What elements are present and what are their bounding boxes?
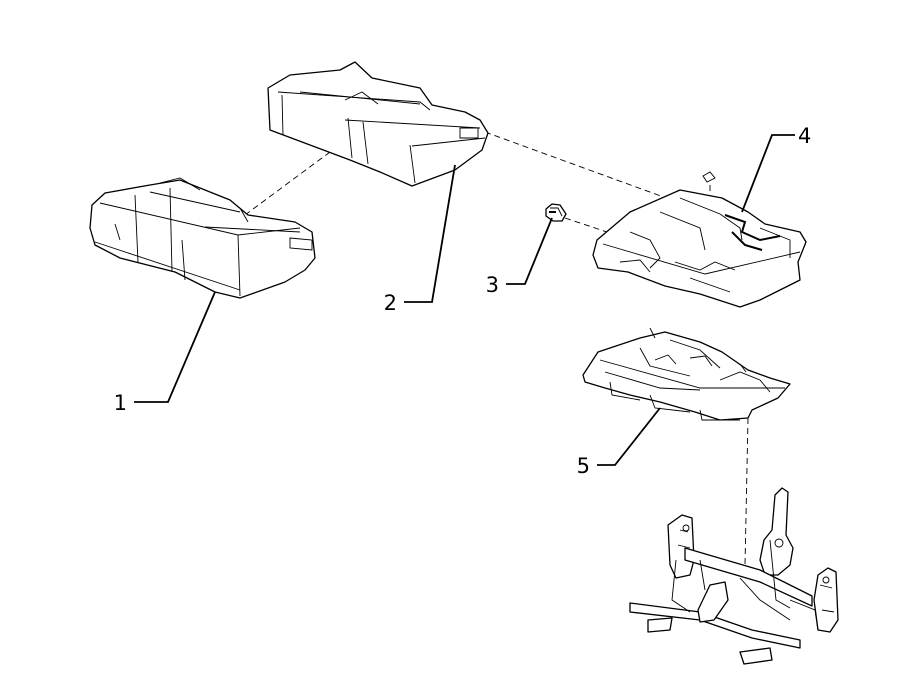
leader-line-2	[404, 164, 456, 303]
part-2-seat-cushion	[267, 61, 489, 187]
part-3-clip	[545, 203, 567, 222]
part-1-seat-cover	[89, 177, 316, 299]
callout-2: 2	[384, 291, 397, 315]
leader-line-5	[597, 407, 661, 466]
leader-line-3	[506, 217, 553, 285]
leader-line-1	[134, 291, 216, 403]
part-4-seat-pan	[592, 171, 807, 308]
callout-4: 4	[798, 124, 811, 148]
callout-labels: 1 2 3 4 5	[114, 124, 812, 478]
leader-line-4	[741, 134, 795, 213]
callout-3: 3	[486, 273, 499, 297]
leader-lines	[134, 134, 795, 466]
callout-5: 5	[577, 454, 590, 478]
seat-track-assembly	[629, 487, 839, 665]
callout-1: 1	[114, 391, 127, 415]
part-5-pan-frame	[582, 327, 791, 421]
